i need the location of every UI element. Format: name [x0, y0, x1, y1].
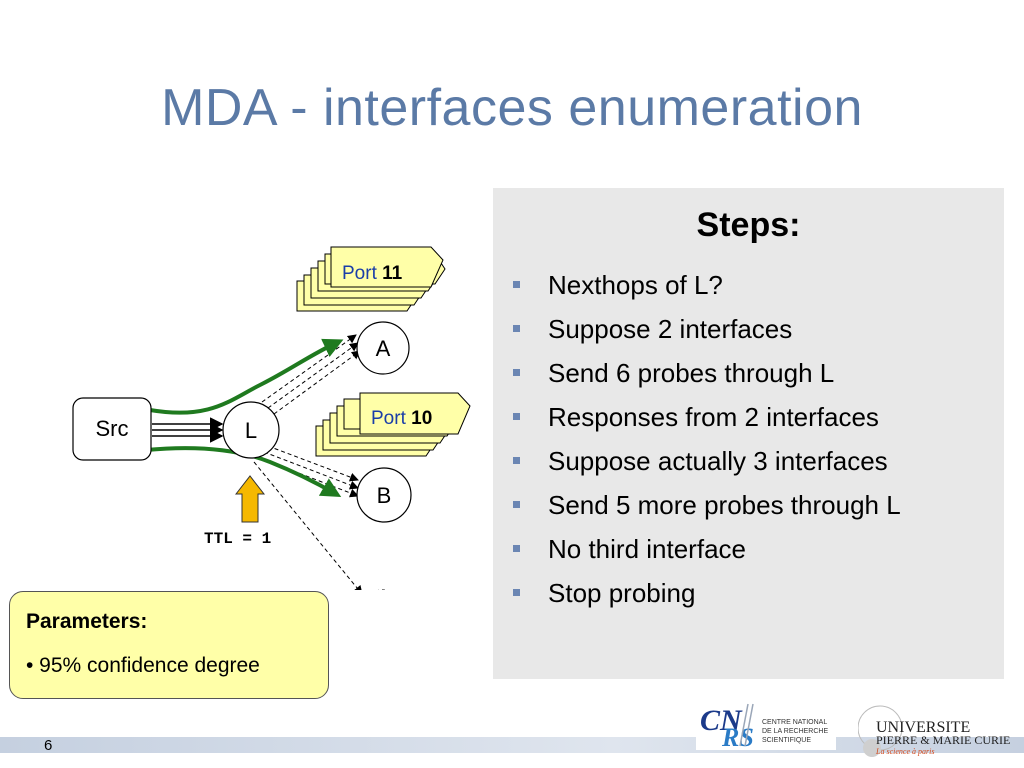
- bullet-icon: [513, 413, 520, 420]
- svg-text:CENTRE NATIONAL: CENTRE NATIONAL: [762, 719, 827, 726]
- b-node: B: [356, 467, 412, 523]
- steps-panel: Steps: Nexthops of L? Suppose 2 interfac…: [493, 188, 1004, 679]
- port-11-number: 11: [382, 263, 403, 284]
- step-text: Stop probing: [548, 578, 696, 608]
- network-diagram: Port 11 Port 10 Src: [72, 246, 471, 590]
- svg-text:DE LA RECHERCHE: DE LA RECHERCHE: [762, 728, 828, 735]
- ttl-up-arrow-icon: [234, 475, 266, 523]
- step-text: Send 6 probes through L: [548, 358, 835, 388]
- bullet-icon: [513, 589, 520, 596]
- page-number: 6: [44, 737, 53, 754]
- ttl-label: TTL = 1: [204, 530, 271, 548]
- bullet-icon: [513, 501, 520, 508]
- step-text: Suppose 2 interfaces: [548, 314, 793, 344]
- svg-text:La science à paris: La science à paris: [875, 747, 934, 756]
- port-10-prefix: Port: [371, 408, 411, 429]
- svg-text:Port 10: Port 10: [371, 408, 432, 429]
- src-node: Src: [72, 397, 152, 461]
- src-to-l-probes: [152, 417, 224, 443]
- step-text: Nexthops of L?: [548, 270, 723, 300]
- svg-text:SCIENTIFIQUE: SCIENTIFIQUE: [762, 737, 811, 744]
- list-item: Suppose actually 3 interfaces: [513, 446, 901, 490]
- port-10-number: 10: [411, 408, 432, 429]
- slide-title: MDA - interfaces enumeration: [161, 79, 863, 137]
- svg-text:CN: CN: [700, 704, 743, 737]
- bullet-icon: [513, 369, 520, 376]
- bullet-icon: [513, 457, 520, 464]
- bullet-icon: [513, 281, 520, 288]
- bullet-icon: [513, 325, 520, 332]
- list-item: Nexthops of L?: [513, 270, 901, 314]
- a-node: A: [356, 321, 410, 375]
- svg-text:Port 11: Port 11: [342, 263, 403, 284]
- upmc-logo: UNIVERSITE PIERRE & MARIE CURIE La scien…: [858, 705, 1010, 757]
- list-item: Send 5 more probes through L: [513, 490, 901, 534]
- steps-title: Steps:: [696, 206, 801, 244]
- b-label: B: [377, 483, 392, 508]
- cnrs-logo: CN RS CENTRE NATIONAL DE LA RECHERCHE SC…: [696, 700, 836, 750]
- list-item: Send 6 probes through L: [513, 358, 901, 402]
- list-item: Suppose 2 interfaces: [513, 314, 901, 358]
- src-label: Src: [96, 416, 129, 441]
- svg-text:PIERRE & MARIE CURIE: PIERRE & MARIE CURIE: [876, 733, 1010, 747]
- step-text: Suppose actually 3 interfaces: [548, 446, 888, 476]
- l-to-fail-probe: [253, 461, 363, 590]
- green-path-to-a: [149, 338, 344, 415]
- port-11-prefix: Port: [342, 263, 382, 284]
- svg-text:UNIVERSITE: UNIVERSITE: [876, 719, 970, 736]
- step-text: Responses from 2 interfaces: [548, 402, 879, 432]
- step-text: No third interface: [548, 534, 746, 564]
- list-item: Stop probing: [513, 578, 901, 622]
- parameters-item: • 95% confidence degree: [26, 654, 260, 677]
- l-label: L: [245, 418, 257, 443]
- green-path-to-b: [145, 446, 342, 497]
- parameters-title: Parameters:: [26, 610, 148, 633]
- l-node: L: [222, 401, 280, 459]
- parameters-box: Parameters: • 95% confidence degree: [9, 591, 329, 699]
- port-11-stack: Port 11: [296, 246, 446, 312]
- step-text: Send 5 more probes through L: [548, 490, 901, 520]
- list-item: Responses from 2 interfaces: [513, 402, 901, 446]
- steps-list: Nexthops of L? Suppose 2 interfaces Send…: [513, 270, 901, 622]
- a-label: A: [376, 336, 391, 361]
- bullet-icon: [513, 545, 520, 552]
- list-item: No third interface: [513, 534, 901, 578]
- port-10-stack: Port 10: [315, 392, 471, 457]
